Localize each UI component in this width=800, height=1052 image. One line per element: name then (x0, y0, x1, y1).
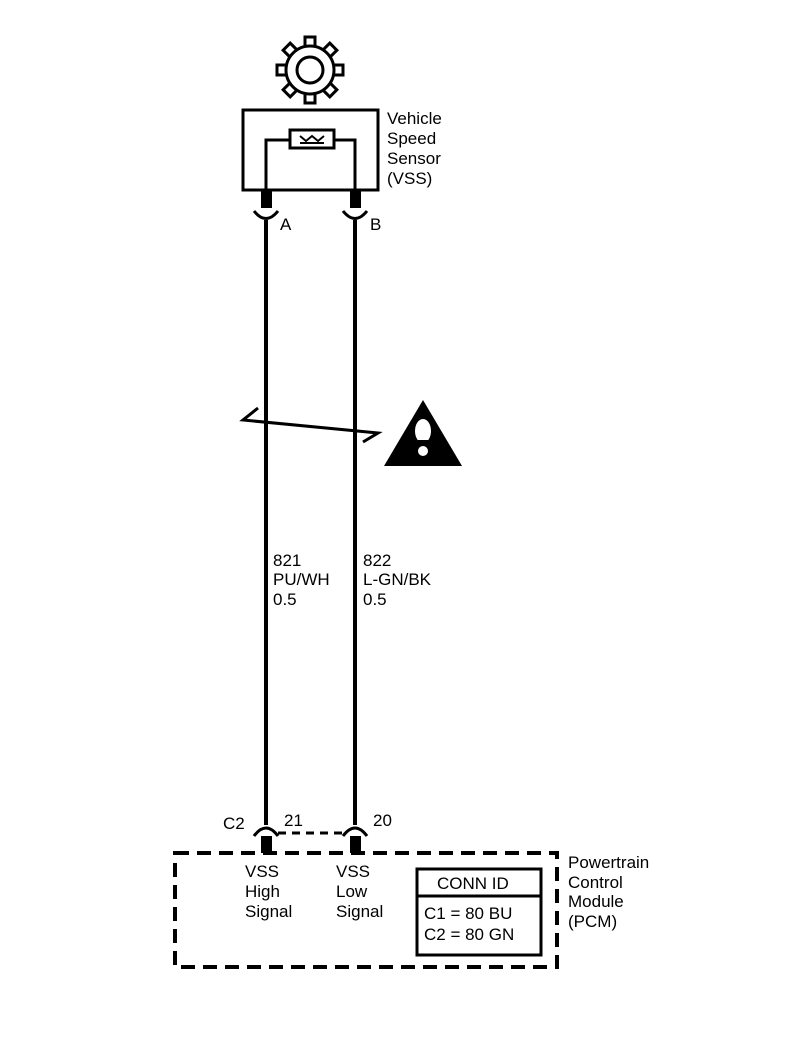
twisted-pair-icon (239, 406, 383, 444)
pcm-pin-21-label: 21 (284, 811, 303, 830)
pcm-pin-21-connector (252, 826, 280, 853)
sensor-element-icon (288, 128, 336, 150)
pcm-pin-20-label: 20 (373, 811, 392, 830)
wire-822-color: L-GN/BK (363, 570, 432, 589)
wire-822-circuit: 822 (363, 551, 391, 570)
conn-id-title: CONN ID (437, 874, 509, 893)
sensor-pin-b-connector (341, 190, 369, 220)
conn-id-row-c1: C1 = 80 BU (424, 904, 512, 923)
sensor-name-line-3: Sensor (387, 149, 441, 168)
signal-high-line-1: VSS (245, 862, 279, 881)
sensor-pin-a-label: A (280, 215, 292, 234)
pcm-name-line-3: Module (568, 892, 624, 911)
conn-id-box (415, 867, 543, 957)
wire-821-gauge: 0.5 (273, 590, 297, 609)
pcm-connector-label: C2 (223, 814, 245, 833)
wire-821-circuit: 821 (273, 551, 301, 570)
gear-icon (275, 35, 345, 105)
wire-821-color: PU/WH (273, 570, 330, 589)
pcm-pin-20-connector (341, 826, 369, 853)
sensor-internal-wire (264, 138, 357, 190)
wire-822-gauge: 0.5 (363, 590, 387, 609)
vss-sensor-box (241, 108, 380, 192)
warning-triangle-icon (384, 400, 462, 466)
signal-high-line-3: Signal (245, 902, 292, 921)
conn-id-row-c2: C2 = 80 GN (424, 925, 514, 944)
pcm-name-line-1: Powertrain (568, 853, 649, 872)
signal-low-line-3: Signal (336, 902, 383, 921)
signal-low-line-2: Low (336, 882, 368, 901)
pcm-module-box (173, 851, 559, 969)
pcm-name-line-4: (PCM) (568, 912, 617, 931)
sensor-name-line-4: (VSS) (387, 169, 432, 188)
sensor-pin-a-connector (252, 190, 280, 220)
sensor-pin-b-label: B (370, 215, 381, 234)
sensor-name-line-1: Vehicle (387, 109, 442, 128)
pcm-name-line-2: Control (568, 873, 623, 892)
signal-high-line-2: High (245, 882, 280, 901)
signal-low-line-1: VSS (336, 862, 370, 881)
sensor-name-line-2: Speed (387, 129, 436, 148)
